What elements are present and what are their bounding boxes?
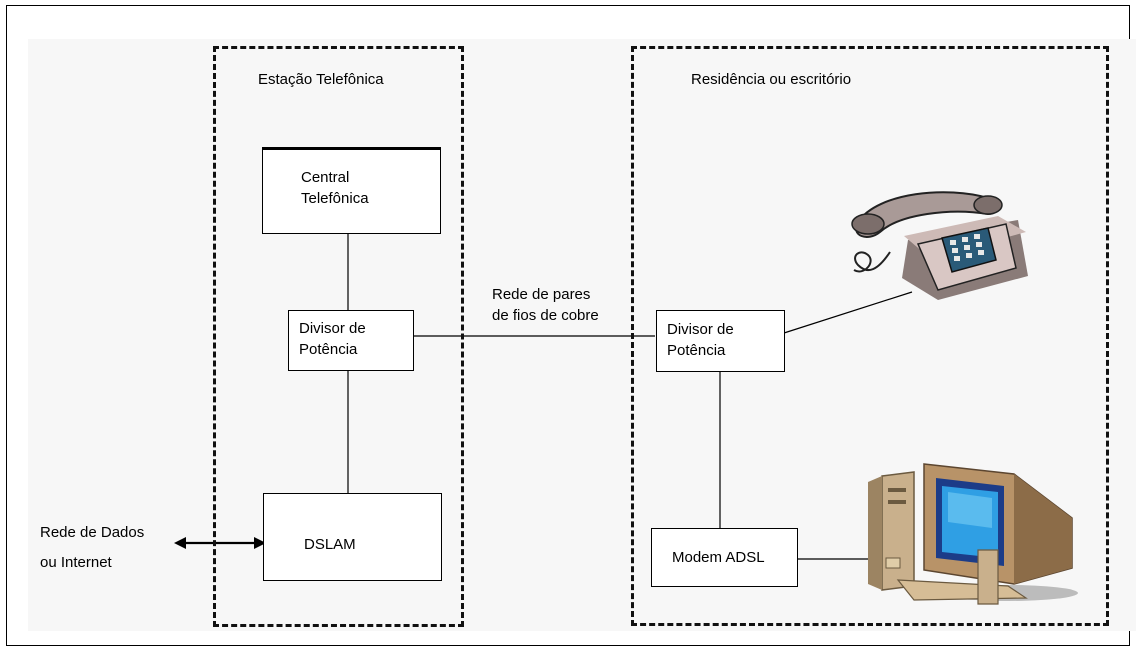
modem-box: Modem ADSL bbox=[651, 528, 798, 587]
copper-network-label: Rede de pares de fios de cobre bbox=[492, 284, 599, 326]
central-switch-box: Central Telefônica bbox=[262, 147, 441, 234]
telephone-icon bbox=[851, 191, 1028, 300]
data-network-line2: ou Internet bbox=[40, 554, 112, 571]
dslam-box: DSLAM bbox=[263, 493, 442, 581]
dslam-label: DSLAM bbox=[304, 536, 356, 553]
home-splitter-line1: Divisor de bbox=[667, 321, 734, 338]
central-office-region bbox=[213, 46, 464, 627]
data-network-line1: Rede de Dados bbox=[40, 524, 145, 541]
central-switch-line1: Central bbox=[301, 169, 350, 186]
modem-label: Modem ADSL bbox=[672, 549, 765, 566]
co-splitter-line1: Divisor de bbox=[299, 320, 366, 337]
data-network-label: Rede de Dados ou Internet bbox=[40, 518, 144, 578]
home-splitter-line2: Potência bbox=[667, 342, 726, 359]
data-arrow-right-head bbox=[254, 537, 266, 549]
customer-premises-region bbox=[631, 46, 1109, 626]
data-arrow-left-head bbox=[174, 537, 186, 549]
co-splitter-box: Divisor de Potência bbox=[288, 310, 414, 371]
customer-premises-title: Residência ou escritório bbox=[691, 71, 852, 88]
copper-network-line1: Rede de pares bbox=[492, 286, 591, 303]
copper-network-line2: de fios de cobre bbox=[492, 307, 599, 324]
central-switch-line2: Telefônica bbox=[301, 190, 369, 207]
computer-icon bbox=[868, 463, 1078, 605]
co-splitter-line2: Potência bbox=[299, 341, 358, 358]
home-splitter-box: Divisor de Potência bbox=[656, 310, 785, 372]
central-office-title: Estação Telefônica bbox=[258, 71, 384, 88]
link-splitter-phone bbox=[783, 291, 913, 334]
